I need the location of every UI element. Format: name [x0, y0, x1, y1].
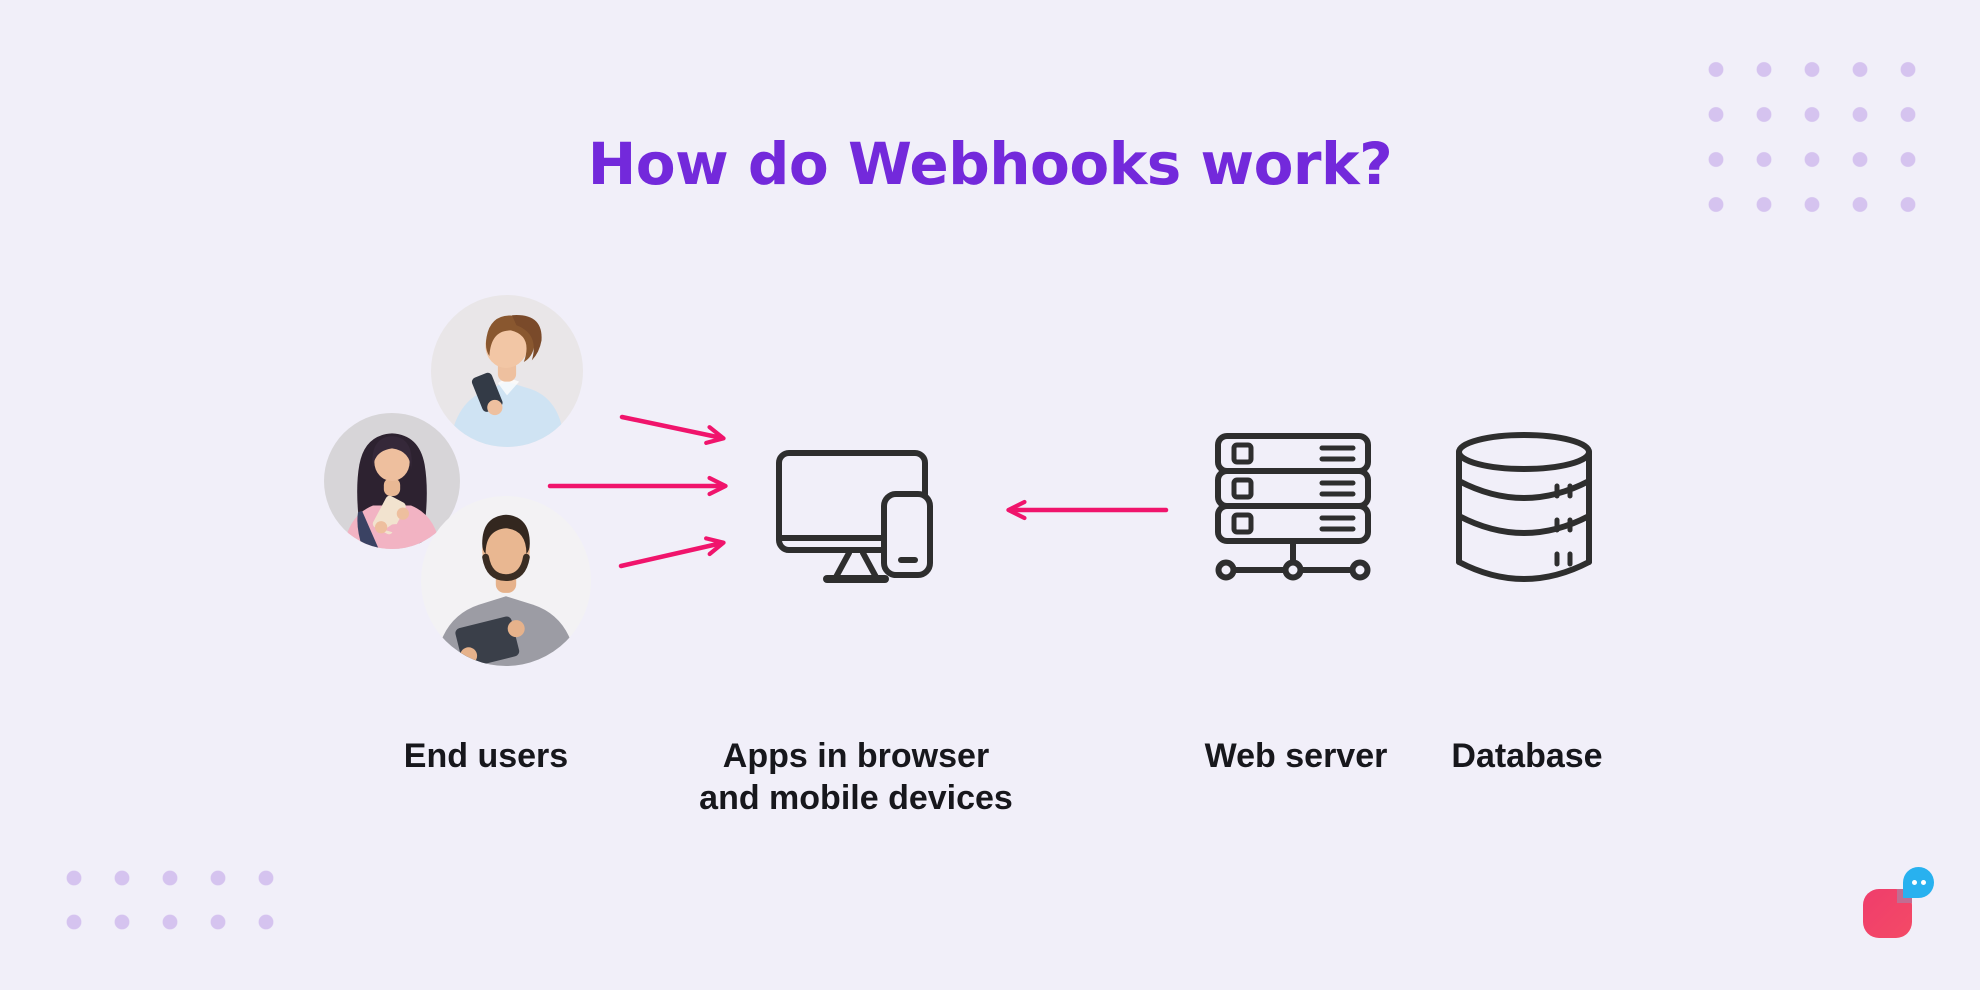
end-user-photo-woman-blue-shirt: [431, 295, 583, 447]
end-user-photo-woman-pink-top: [324, 413, 460, 549]
label-apps-line1: Apps in browser: [722, 737, 990, 775]
arrow-user-3-to-apps: [618, 536, 726, 569]
page-title: How do Webhooks work?: [587, 130, 1393, 198]
decorative-dots-bottom-left: [50, 856, 290, 944]
woman-with-phone-illustration: [431, 295, 583, 447]
label-database: Database: [1451, 737, 1603, 775]
end-user-photo-man-gray-shirt: [421, 496, 591, 666]
label-apps-line2: and mobile devices: [699, 779, 1013, 817]
arrow-user-1-to-apps: [619, 414, 726, 445]
chat-bubble-icon: [1903, 867, 1934, 898]
monitor-smartphone-icon: [776, 450, 933, 583]
label-end-users: End users: [403, 737, 569, 775]
label-apps: Apps in browser and mobile devices: [699, 735, 1013, 819]
man-with-tablet-illustration: [421, 496, 591, 666]
woman-with-phone-illustration-2: [324, 413, 460, 549]
chat-bubble-dot: [1921, 880, 1926, 885]
chat-bubble-dot: [1912, 880, 1917, 885]
decorative-dots-top-right: [1692, 47, 1932, 228]
label-web-server: Web server: [1204, 737, 1388, 775]
server-rack-icon: [1215, 433, 1371, 581]
database-cylinder-icon: [1456, 432, 1592, 582]
